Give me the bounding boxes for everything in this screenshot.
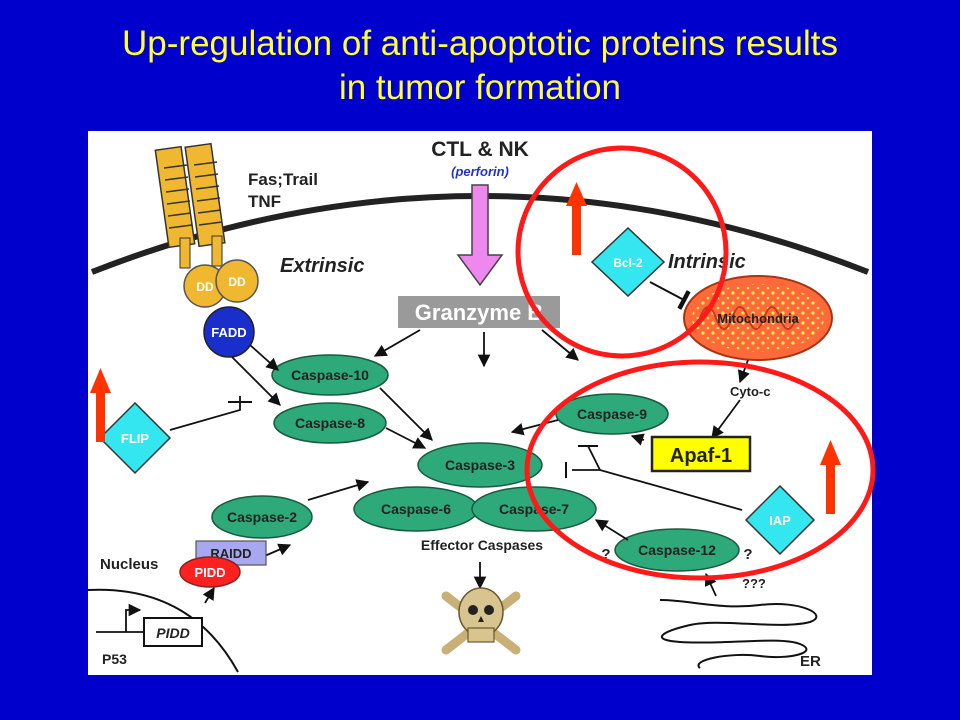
bcl2-inhibition-line xyxy=(649,281,691,310)
dd-domain-right xyxy=(215,259,259,303)
fadd-to-casp8-arrow xyxy=(231,356,281,406)
question-marks-er: ??? xyxy=(742,576,766,591)
highlight-circle-bcl2 xyxy=(515,145,729,359)
caspase-3-node xyxy=(417,442,543,488)
effector-caspases-label: Effector Caspases xyxy=(421,537,543,553)
mitochondria-icon xyxy=(683,275,833,361)
receptor-label-tnf: TNF xyxy=(248,192,281,211)
pidd-node xyxy=(179,556,241,588)
fadd-node xyxy=(203,306,255,358)
granzyme-to-casp9-arrow xyxy=(541,329,579,361)
caspase-6-label: Caspase-6 xyxy=(381,501,451,517)
extrinsic-label: Extrinsic xyxy=(280,255,364,277)
er-label: ER xyxy=(800,653,821,670)
up-arrow-icon xyxy=(820,440,841,514)
iap-to-casp9-inhibition xyxy=(587,445,601,471)
caspase-8-node xyxy=(273,402,387,444)
bcl2-label: Bcl-2 xyxy=(613,256,643,270)
apaf-to-casp9-arrow xyxy=(630,433,645,446)
flip-inhibition-line xyxy=(169,396,241,431)
cyto-c-label: Cyto-c xyxy=(730,384,770,399)
perforin-arrow-icon xyxy=(456,184,504,287)
ctl-nk-label: CTL & NK xyxy=(431,138,529,161)
skull-crossbones-icon xyxy=(441,587,521,655)
er-icon xyxy=(659,599,818,669)
apaf1-label: Apaf-1 xyxy=(670,445,732,467)
caspase-10-node xyxy=(271,354,389,396)
caspase-9-node xyxy=(555,393,669,435)
mitochondria-label: Mitochondria xyxy=(717,311,799,326)
caspase-8-label: Caspase-8 xyxy=(295,415,365,431)
death-receptor-icon xyxy=(154,142,226,269)
question-mark-right: ? xyxy=(743,546,752,563)
casp9-to-casp3-arrow xyxy=(510,419,559,436)
highlight-ellipse-iap xyxy=(524,359,876,581)
caspase-2-node xyxy=(211,495,313,539)
casp12-to-casp7-arrow xyxy=(594,519,629,541)
pidd-gene-to-pidd-arrow xyxy=(202,586,215,604)
iap-label: IAP xyxy=(769,513,791,528)
caspase-9-label: Caspase-9 xyxy=(577,406,647,422)
caspase-3-label: Caspase-3 xyxy=(445,457,515,473)
casp8-to-casp3-arrow xyxy=(385,427,427,449)
caspase-7-node xyxy=(471,486,597,532)
caspase-2-label: Caspase-2 xyxy=(227,509,297,525)
nucleus-boundary xyxy=(87,588,239,673)
dd-label-left: DD xyxy=(196,280,214,294)
slide-title: Up-regulation of anti-apoptotic proteins… xyxy=(0,22,960,110)
question-mark-left: ? xyxy=(601,546,610,563)
up-arrow-icon xyxy=(566,182,587,255)
up-arrow-icon xyxy=(90,368,111,442)
perforin-label: (perforin) xyxy=(451,164,509,179)
casp2-to-casp3-arrow xyxy=(307,479,370,501)
fadd-to-casp10-arrow xyxy=(249,344,279,371)
apaf1-box xyxy=(650,435,752,473)
title-line-1: Up-regulation of anti-apoptotic proteins… xyxy=(122,24,838,63)
nucleus-label: Nucleus xyxy=(100,556,158,573)
title-line-2: in tumor formation xyxy=(338,68,622,107)
flip-diamond xyxy=(98,401,172,475)
p53-label: P53 xyxy=(102,651,127,667)
pidd-gene-label: PIDD xyxy=(156,625,189,641)
granzyme-to-casp10-arrow xyxy=(373,329,421,357)
caspase-12-node xyxy=(614,528,740,572)
caspase-10-label: Caspase-10 xyxy=(291,367,369,383)
flip-label: FLIP xyxy=(121,431,149,446)
promoter-arrow-icon xyxy=(125,603,142,632)
fadd-label: FADD xyxy=(211,325,246,340)
iap-diamond xyxy=(744,484,816,556)
intrinsic-label: Intrinsic xyxy=(668,251,746,273)
pidd-gene-box xyxy=(143,617,203,647)
dd-label-right: DD xyxy=(228,275,246,289)
caspase-12-label: Caspase-12 xyxy=(638,542,716,558)
cytoc-to-apaf-arrow xyxy=(711,399,741,440)
granzyme-b-label: Granzyme B xyxy=(415,300,543,325)
bcl2-diamond xyxy=(590,226,666,298)
receptor-label-fas-trail: Fas;Trail xyxy=(248,170,318,189)
casp10-to-casp3-arrow xyxy=(379,387,433,441)
caspase-7-label: Caspase-7 xyxy=(499,501,569,517)
pidd-label: PIDD xyxy=(194,565,225,580)
